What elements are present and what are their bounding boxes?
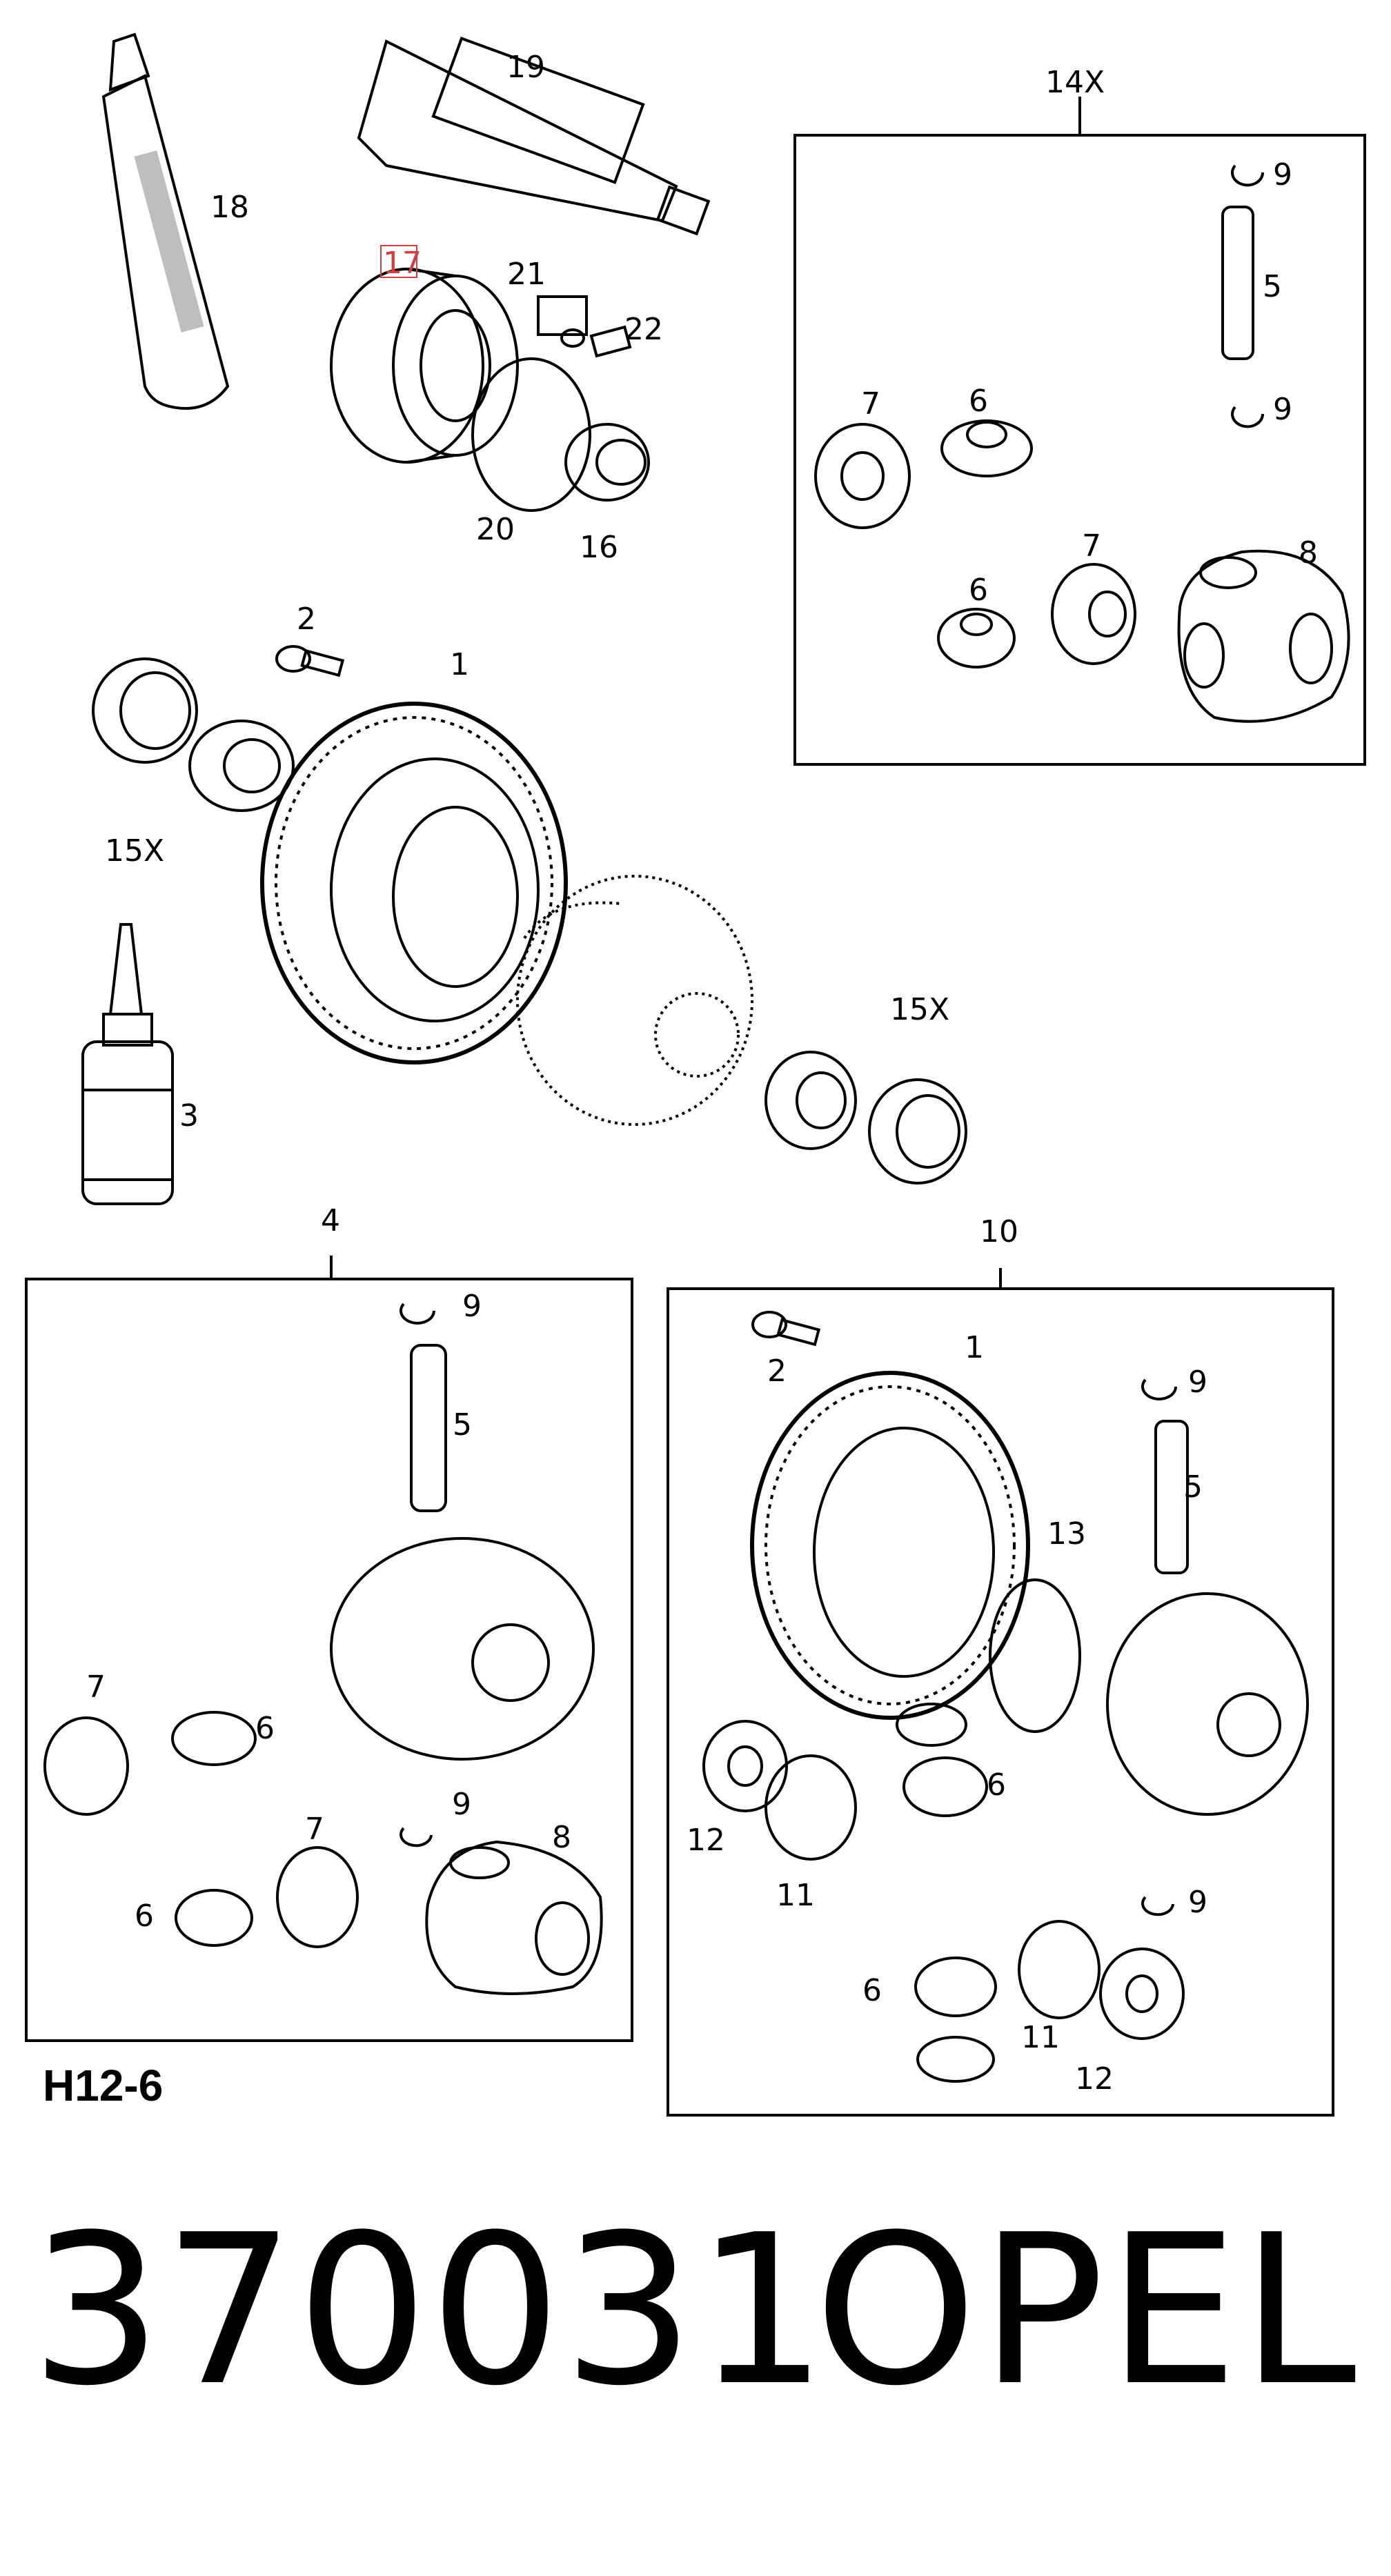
- kit-box-14x: [793, 134, 1366, 766]
- label-16: 16: [580, 530, 618, 565]
- label-7-b: 7: [1082, 528, 1101, 564]
- label-6-f: 6: [862, 1973, 882, 2008]
- callout-labels: 19 14X 18 17 21 22 20 16 9 5 9 7 6 7 8 6…: [86, 50, 1318, 2097]
- label-6-e: 6: [987, 1767, 1006, 1803]
- speedo-gear-17: [330, 268, 519, 464]
- label-11-a: 11: [776, 1878, 815, 1913]
- label-12-b: 12: [1075, 2061, 1114, 2097]
- label-5-b: 5: [453, 1407, 472, 1443]
- label-6-c: 6: [255, 1711, 275, 1746]
- washer-22: [560, 328, 585, 348]
- label-7-a: 7: [861, 386, 880, 422]
- label-1-b: 1: [965, 1330, 984, 1365]
- label-1-a: 1: [450, 647, 469, 682]
- label-12-a: 12: [687, 1823, 725, 1858]
- label-6-a: 6: [969, 384, 988, 419]
- label-15x-a: 15X: [105, 833, 164, 869]
- label-20: 20: [476, 512, 515, 547]
- label-13: 13: [1047, 1516, 1086, 1552]
- screw-2: [275, 645, 345, 677]
- clip-21: [537, 295, 588, 336]
- bearing-15x-lower: [764, 1051, 967, 1185]
- label-9-e: 9: [452, 1787, 471, 1822]
- label-4: 4: [321, 1203, 340, 1238]
- label-22: 22: [624, 312, 663, 347]
- label-7-c: 7: [86, 1670, 106, 1705]
- label-5-a: 5: [1263, 269, 1282, 304]
- label-19: 19: [506, 50, 545, 85]
- diff-housing-dotted: [516, 875, 753, 1126]
- label-9-a: 9: [1273, 157, 1292, 192]
- kit-box-4: [25, 1278, 633, 2042]
- label-7-d: 7: [305, 1812, 324, 1847]
- screw-22: [589, 325, 632, 358]
- flat-tube-19: [357, 37, 711, 236]
- label-18: 18: [210, 190, 249, 225]
- label-9-b: 9: [1273, 392, 1292, 427]
- label-2-b: 2: [767, 1354, 787, 1389]
- label-17: 17: [383, 246, 422, 281]
- kit-10-parts: [702, 1311, 1309, 2083]
- label-14x: 14X: [1045, 65, 1105, 100]
- label-15x-b: 15X: [890, 992, 949, 1027]
- kit-4-parts: [43, 1302, 603, 1995]
- exploded-parts-diagram: 19 14X 18 17 21 22 20 16 9 5 9 7 6 7 8 6…: [25, 32, 1366, 2117]
- kit-14x-parts: [814, 164, 1350, 723]
- label-8-b: 8: [552, 1820, 571, 1855]
- label-9-d: 9: [1188, 1365, 1207, 1400]
- label-6-d: 6: [135, 1899, 154, 1934]
- part-number: 370031: [30, 2190, 829, 2431]
- label-6-b: 6: [969, 573, 988, 608]
- sheet-code: H12-6: [43, 2061, 164, 2110]
- label-5-c: 5: [1183, 1469, 1203, 1505]
- label-2-a: 2: [297, 602, 316, 637]
- label-9-c: 9: [462, 1289, 482, 1324]
- crown-wheel-1: [260, 702, 568, 1064]
- label-10: 10: [980, 1214, 1018, 1249]
- o-ring-20: [471, 357, 591, 512]
- label-9-f: 9: [1188, 1885, 1207, 1920]
- label-8-a: 8: [1299, 535, 1318, 571]
- label-21: 21: [507, 257, 546, 292]
- grease-tube-18: [101, 32, 230, 410]
- seal-16: [564, 423, 650, 502]
- label-11-b: 11: [1021, 2020, 1060, 2055]
- label-3: 3: [179, 1098, 199, 1133]
- brand-name: OPEL: [814, 2190, 1359, 2431]
- bearing-15x-upper: [92, 657, 295, 812]
- sealant-bottle-3: [81, 923, 174, 1205]
